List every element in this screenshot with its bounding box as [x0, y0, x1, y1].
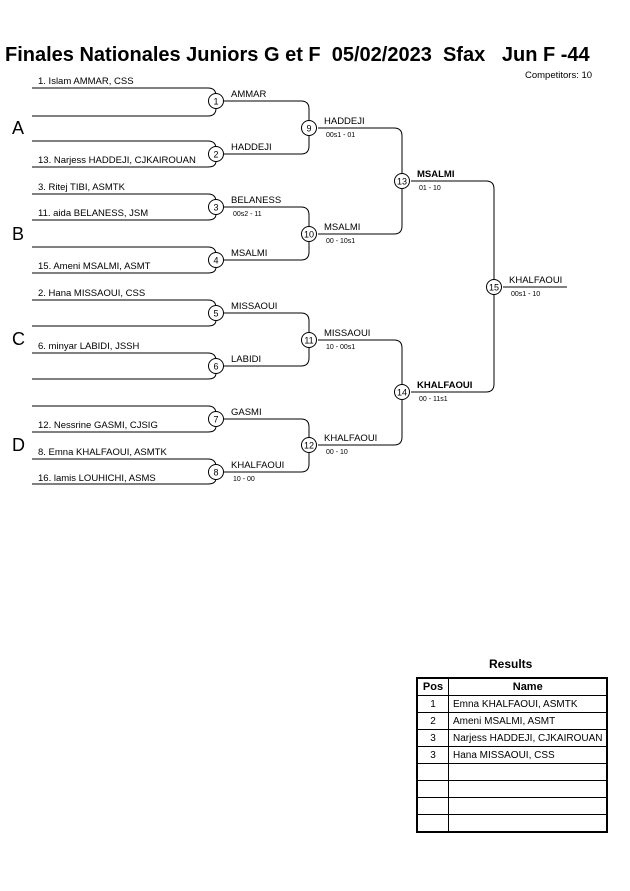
results-pos: 2	[416, 712, 449, 730]
results-name: Narjess HADDEJI, CJKAIROUAN	[448, 729, 608, 747]
results-pos: 1	[416, 695, 449, 713]
results-row	[416, 763, 608, 781]
match-score: 00s1 - 10	[511, 291, 540, 298]
results-name: Ameni MSALMI, ASMT	[448, 712, 608, 730]
match-winner-name: HADDEJI	[231, 142, 272, 153]
pool-label-a: A	[12, 118, 24, 138]
results-pos	[416, 780, 449, 798]
match-number: 6	[213, 362, 218, 372]
match-winner-name: KHALFAOUI	[417, 380, 472, 391]
match-winner-name: MISSAOUI	[324, 328, 370, 339]
match-number: 1	[213, 97, 218, 107]
match-number: 10	[304, 230, 314, 240]
match-number: 3	[213, 203, 218, 213]
match-number: 4	[213, 256, 218, 266]
entrant-name: 11. aida BELANESS, JSM	[38, 208, 148, 219]
match-number: 13	[397, 177, 407, 187]
results-row	[416, 797, 608, 815]
bracket-line-m1	[32, 87, 217, 117]
match-number: 14	[397, 388, 407, 398]
results-pos	[416, 814, 449, 833]
results-name	[448, 780, 608, 798]
match-winner-name: MISSAOUI	[231, 301, 277, 312]
match-score: 00 - 10	[326, 449, 348, 456]
match-number: 12	[304, 441, 314, 451]
match-winner-name: LABIDI	[231, 354, 261, 365]
entrant-name: 2. Hana MISSAOUI, CSS	[38, 288, 145, 299]
match-winner-name: MSALMI	[417, 169, 454, 180]
bracket-line-m13	[318, 127, 403, 235]
pool-label-d: D	[12, 435, 25, 455]
page-title: Finales Nationales Juniors G et F 05/02/…	[5, 44, 590, 66]
match-number: 15	[489, 283, 499, 293]
pool-label-b: B	[12, 224, 24, 244]
match-score: 00s1 - 01	[326, 132, 355, 139]
results-header-pos: Pos	[416, 677, 449, 696]
match-score: 00s2 - 11	[233, 211, 262, 218]
match-number: 9	[306, 124, 311, 134]
entrant-name: 1. Islam AMMAR, CSS	[38, 76, 134, 87]
match-winner-name: MSALMI	[324, 222, 360, 233]
match-score: 00 - 11s1	[419, 396, 448, 403]
results-row	[416, 780, 608, 798]
results-pos: 3	[416, 729, 449, 747]
match-score: 10 - 00s1	[326, 344, 355, 351]
match-number: 5	[213, 309, 218, 319]
match-winner-name: BELANESS	[231, 195, 281, 206]
bracket-line-m5	[32, 299, 217, 327]
bracket-line-m14	[318, 339, 403, 446]
results-pos: 3	[416, 746, 449, 764]
results-name	[448, 814, 608, 833]
match-number: 11	[304, 336, 313, 346]
results-pos	[416, 797, 449, 815]
match-winner-name: GASMI	[231, 407, 262, 418]
results-header-name: Name	[448, 677, 608, 696]
match-winner-name: KHALFAOUI	[509, 275, 562, 286]
match-winner-name: AMMAR	[231, 89, 267, 100]
match-number: 2	[213, 150, 218, 160]
results-header-row: Pos Name	[416, 677, 608, 696]
results-title: Results	[489, 657, 533, 671]
match-score: 10 - 00	[233, 476, 255, 483]
results-name: Emna KHALFAOUI, ASMTK	[448, 695, 608, 713]
bracket-line-m6	[32, 352, 217, 380]
match-winner-name: KHALFAOUI	[324, 433, 377, 444]
entrant-name: 12. Nessrine GASMI, CJSIG	[38, 420, 158, 431]
results-name	[448, 763, 608, 781]
bracket-line-m15	[411, 180, 495, 393]
results-pos	[416, 763, 449, 781]
entrant-name: 15. Ameni MSALMI, ASMT	[38, 261, 151, 272]
match-number: 7	[213, 415, 218, 425]
match-score: 01 - 10	[419, 185, 441, 192]
pool-label-c: C	[12, 329, 25, 349]
entrant-name: 3. Ritej TIBI, ASMTK	[38, 182, 126, 193]
match-number-circles: 1 2 3 4 5 6 7 8 9 10 11 12 13 14 15	[208, 93, 502, 480]
match-score: 00 - 10s1	[326, 238, 355, 245]
match-winner-name: MSALMI	[231, 248, 267, 259]
results-name: Hana MISSAOUI, CSS	[448, 746, 608, 764]
entrant-name: 6. minyar LABIDI, JSSH	[38, 341, 140, 352]
entrant-name: 13. Narjess HADDEJI, CJKAIROUAN	[38, 155, 196, 166]
match-number: 8	[213, 468, 218, 478]
competitor-count: Competitors: 10	[525, 70, 593, 81]
results-name	[448, 797, 608, 815]
match-winner-name: HADDEJI	[324, 116, 365, 127]
entrant-name: 16. lamis LOUHICHI, ASMS	[38, 473, 156, 484]
match-winner-name: KHALFAOUI	[231, 460, 284, 471]
entrant-name: 8. Emna KHALFAOUI, ASMTK	[38, 447, 167, 458]
results-row	[416, 814, 608, 833]
